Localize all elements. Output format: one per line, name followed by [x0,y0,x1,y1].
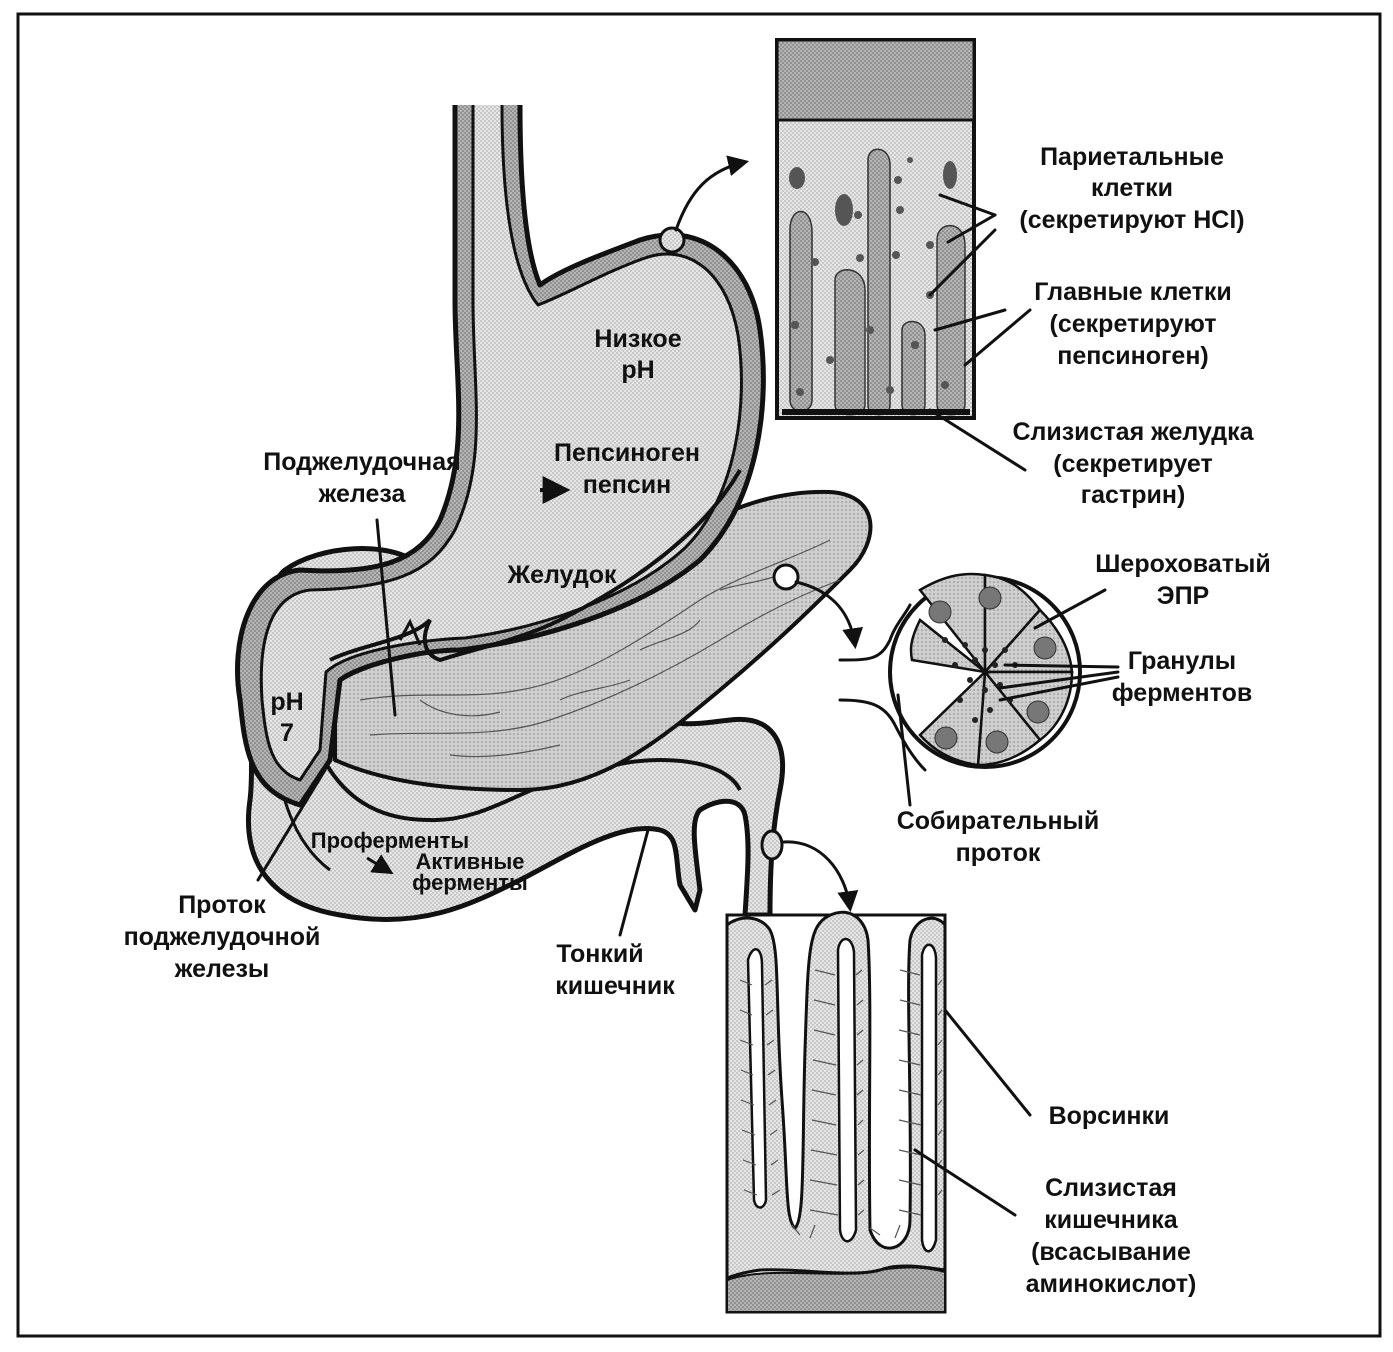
gastric-mucosa-label-line2: (секретирует [1053,450,1212,478]
ph7-label-line1: pH [270,688,303,716]
chief-cells-label-line2: (секретируют [1050,310,1217,338]
pancreas-label-line2: железа [318,480,407,508]
ph7-label-line2: 7 [280,719,294,747]
gastric-mucosa-label-line3: гастрин) [1081,481,1186,509]
intestine-zoom-arrow [784,842,850,908]
pancreatic-duct-label-line2: поджелудочной [124,923,321,951]
parietal-cells-label-line3: (секретируют HCl) [1019,206,1244,234]
enzyme-granules-label-line2: ферментов [1112,679,1252,707]
chief-cells-label-line1: Главные клетки [1034,278,1231,306]
rough-er-label-line1: Шероховатый [1095,550,1270,578]
pancreatic-acinus-inset [840,574,1080,770]
intestinal-mucosa-label-line1: Слизистая [1045,1174,1177,1202]
pepsinogen-label-line2: пепсин [583,471,671,499]
intestine-sample-point [762,831,782,859]
villi-label: Ворсинки [1049,1102,1170,1130]
stomach-sample-point [660,228,684,252]
gastric-mucosa-label-line1: Слизистая желудка [1012,418,1254,446]
pancreatic-duct-label-line1: Проток [178,891,266,919]
collecting-duct-label-line2: проток [956,839,1041,867]
parietal-cells-label-line2: клетки [1091,174,1173,202]
pancreas-sample-point [774,565,798,589]
pancreas-label-line1: Поджелудочная [263,448,461,476]
chief-cells-label-line3: пепсиноген) [1057,342,1209,370]
pepsinogen-label-line1: Пепсиноген [554,439,700,467]
intestinal-mucosa-label-line3: (всасывание [1031,1238,1191,1266]
intestinal-villi-inset [727,912,945,1312]
low-ph-label-line1: Низкое [594,325,681,353]
pancreatic-duct-label-line3: железы [174,955,270,983]
low-ph-label-line2: pH [621,356,654,384]
collecting-duct-label-line1: Собирательный [897,807,1100,835]
gastric-gland-inset [777,40,974,418]
enzyme-granules-label-line1: Гранулы [1128,647,1236,675]
stomach-zoom-arrow [676,162,745,230]
parietal-cells-label-line1: Париетальные [1040,143,1224,171]
rough-er-label-line2: ЭПР [1157,582,1209,610]
active-enzymes-label-line2: ферменты [412,870,528,895]
stomach-label: Желудок [507,561,617,589]
small-intestine-label-line1: Тонкий [556,940,643,968]
intestinal-mucosa-label-line2: кишечника [1044,1206,1178,1234]
intestinal-mucosa-label-line4: аминокислот) [1026,1270,1197,1298]
small-intestine-label-line2: кишечник [555,972,675,1000]
